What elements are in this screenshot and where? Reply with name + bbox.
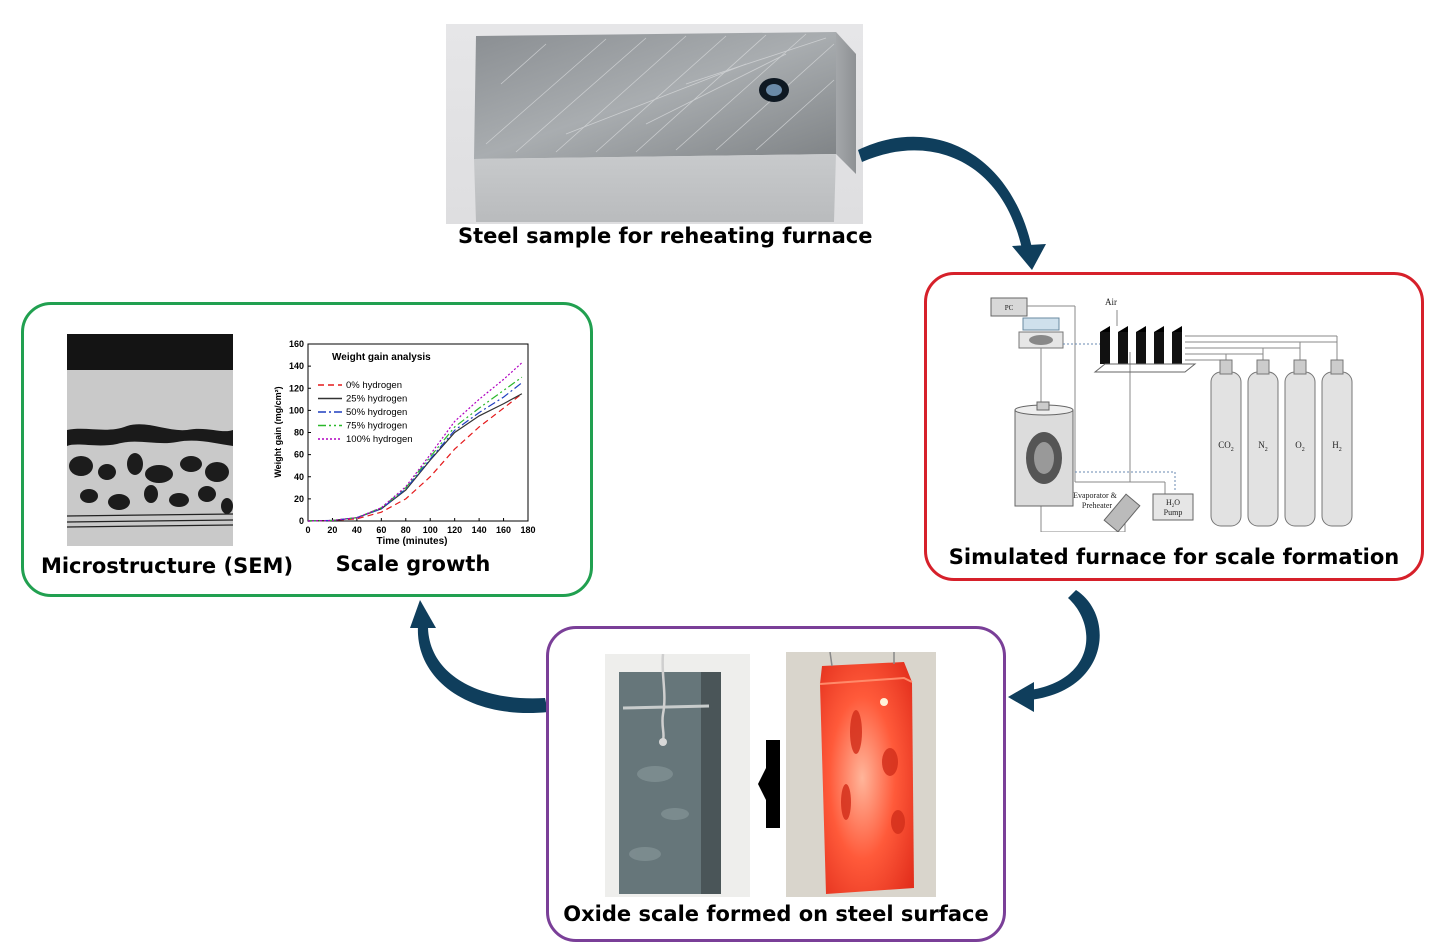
- x-tick-label: 0: [305, 525, 310, 535]
- y-tick-label: 140: [289, 361, 304, 371]
- series-line-3: [307, 376, 523, 522]
- evaporator-label: Evaporator &: [1073, 491, 1118, 500]
- microstructure-caption: Microstructure (SEM): [40, 554, 294, 578]
- preheater-label: Preheater: [1082, 501, 1113, 510]
- pc-label: PC: [1005, 304, 1014, 312]
- x-tick-label: 180: [520, 525, 535, 535]
- chart-x-ticks: 0 20 40 60 80 100 120 140 160 180: [305, 518, 536, 535]
- pump-h2o-label: H2O: [1166, 498, 1180, 509]
- analysis-panel: [21, 302, 593, 597]
- furnace-panel: [924, 272, 1424, 581]
- oxide-panel: [546, 626, 1006, 942]
- series-line-1: [307, 393, 523, 522]
- cylinder-o2-label: O2: [1295, 440, 1305, 453]
- chart-x-axis-label: Time (minutes): [377, 536, 448, 547]
- chart-plot-border: [307, 343, 529, 522]
- heated-sample-photo: [786, 651, 936, 897]
- x-tick-label: 160: [496, 525, 511, 535]
- chart-y-ticks: 0 20 40 60 80 100 120 140 160: [289, 339, 311, 526]
- legend-label-2: 50% hydrogen: [346, 407, 407, 418]
- oxidized-sample-photo: [605, 653, 750, 897]
- x-tick-label: 140: [472, 525, 487, 535]
- series-line-4: [307, 362, 523, 522]
- steel-sample-photo: [446, 24, 863, 224]
- y-tick-label: 120: [289, 383, 304, 393]
- h2o-pump: [1152, 493, 1194, 521]
- y-tick-label: 100: [289, 405, 304, 415]
- scale-growth-caption: Scale growth: [335, 552, 491, 576]
- x-tick-label: 60: [376, 525, 386, 535]
- chart-title: Weight gain analysis: [332, 352, 431, 363]
- y-tick-label: 60: [294, 450, 304, 460]
- legend-label-1: 25% hydrogen: [346, 394, 407, 405]
- flow-controllers: [1093, 326, 1197, 373]
- chart-series-lines: [307, 362, 523, 522]
- oxide-caption: Oxide scale formed on steel surface: [563, 902, 989, 926]
- furnace-schematic: PC: [990, 297, 1353, 532]
- x-tick-label: 20: [327, 525, 337, 535]
- gas-cylinders: CO2 N2 O2 H2: [1210, 359, 1353, 527]
- arrow-oxide-to-analysis: [410, 600, 548, 714]
- steel-sample-caption: Steel sample for reheating furnace: [458, 224, 873, 248]
- cylinder-n2-label: N2: [1258, 440, 1268, 453]
- arrow-steel-to-furnace: [858, 136, 1046, 270]
- sem-micrograph: [66, 334, 234, 546]
- y-tick-label: 20: [294, 494, 304, 504]
- y-tick-label: 160: [289, 339, 304, 349]
- series-line-0: [307, 393, 523, 522]
- pc-box: [990, 297, 1028, 317]
- legend-label-4: 100% hydrogen: [346, 434, 413, 445]
- cylinder-co2-label: CO2: [1218, 440, 1234, 453]
- arrow-furnace-to-oxide: [1008, 590, 1100, 712]
- pump-label: Pump: [1164, 508, 1183, 517]
- x-tick-label: 40: [352, 525, 362, 535]
- weight-gain-chart: 0 20 40 60 80 100 120 140 160 0 20 40 60 80 100 120 140…: [273, 339, 536, 547]
- legend-label-0: 0% hydrogen: [346, 380, 402, 391]
- legend-label-3: 75% hydrogen: [346, 421, 407, 432]
- y-tick-label: 80: [294, 428, 304, 438]
- y-tick-label: 0: [299, 516, 304, 526]
- x-tick-label: 120: [447, 525, 462, 535]
- furnace-caption: Simulated furnace for scale formation: [948, 545, 1400, 569]
- steel-block-illustration: [474, 32, 856, 222]
- furnace-cylinder: [1014, 401, 1074, 507]
- series-line-2: [307, 382, 523, 522]
- x-tick-label: 100: [423, 525, 438, 535]
- chart-frame: [307, 343, 529, 522]
- chart-legend: 0% hydrogen 25% hydrogen 50% hydrogen 75% h…: [318, 380, 413, 445]
- air-label: Air: [1105, 297, 1117, 307]
- cylinder-h2-label: H2: [1332, 440, 1342, 453]
- x-tick-label: 80: [401, 525, 411, 535]
- y-tick-label: 40: [294, 472, 304, 482]
- chart-y-axis-label: Weight gain (mg/cm²): [273, 386, 283, 477]
